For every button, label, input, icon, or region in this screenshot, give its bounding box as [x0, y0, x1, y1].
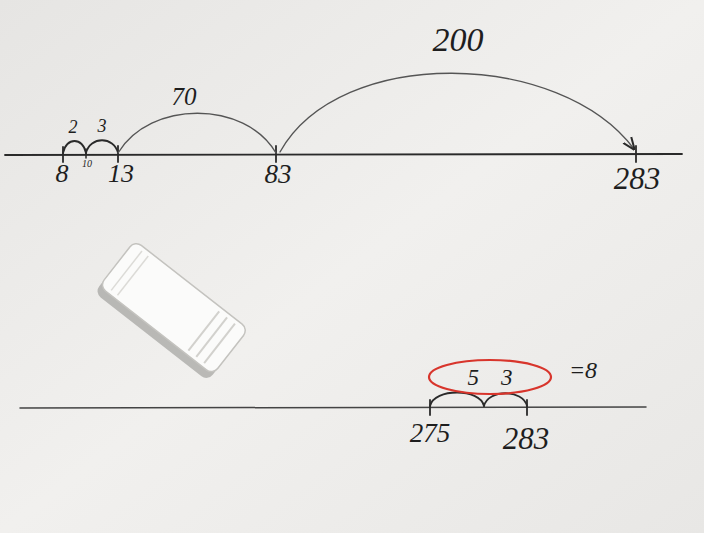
number-label: 2	[69, 118, 78, 136]
number-label: 10	[82, 159, 92, 169]
jump-number: 5	[468, 366, 480, 389]
number-label: 70	[172, 84, 197, 109]
jump-number: 3	[501, 366, 513, 389]
ellipse-outline	[428, 359, 552, 395]
number-label: 283	[503, 423, 550, 454]
number-label: 283	[614, 163, 661, 194]
circled-sum: 53	[428, 359, 552, 395]
number-label: 83	[265, 161, 292, 188]
number-label: 275	[410, 420, 451, 447]
node-body: 53	[428, 359, 552, 395]
number-label: 8	[56, 161, 69, 187]
red-ellipse	[429, 360, 551, 394]
eraser	[94, 240, 248, 381]
top-number-line	[5, 73, 682, 162]
number-label: 3	[98, 117, 107, 135]
number-label: 200	[433, 23, 484, 57]
bottom-number-line	[20, 393, 646, 416]
number-label: =8	[569, 358, 597, 382]
number-label: 13	[108, 161, 134, 187]
